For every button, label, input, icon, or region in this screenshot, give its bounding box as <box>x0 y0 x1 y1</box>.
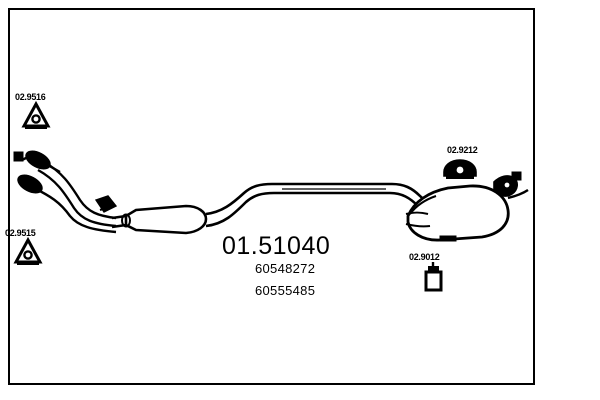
part-label-hanger-bottom-left: 02.9515 <box>5 228 36 238</box>
drawing-border-frame <box>8 8 535 385</box>
part-label-clamp-rear: 02.9012 <box>409 252 440 262</box>
mid-pipe <box>205 182 441 228</box>
rubber-mount-triangle-icon-bottom-left <box>13 236 43 265</box>
front-pipe-assembly <box>13 150 118 234</box>
main-part-number: 01.51040 <box>222 232 331 260</box>
reference-number-2: 60555485 <box>255 283 316 298</box>
rubber-mount-triangle-icon-top-left <box>21 100 51 129</box>
rear-muffler <box>405 171 522 242</box>
part-label-mount-rear: 02.9212 <box>447 145 478 155</box>
tailpipe <box>507 188 529 200</box>
u-bolt-clamp-icon <box>424 262 443 292</box>
part-label-hanger-top-left: 02.9516 <box>15 92 46 102</box>
rubber-mount-round-icon <box>443 159 477 179</box>
center-silencer <box>111 204 208 235</box>
reference-number-1: 60548272 <box>255 261 316 276</box>
